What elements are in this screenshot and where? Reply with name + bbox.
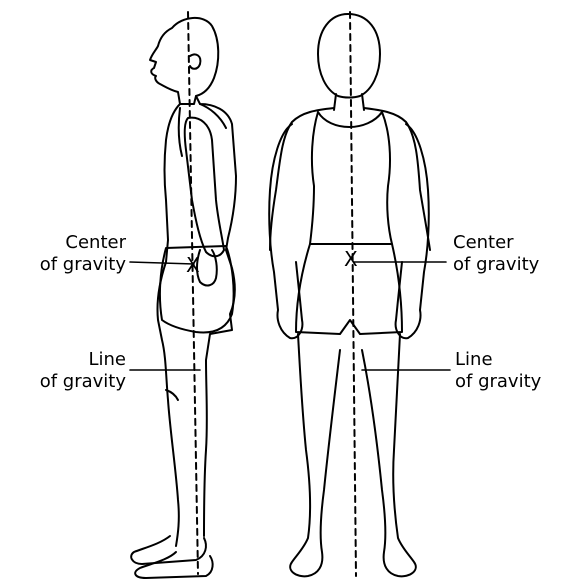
center-of-gravity-left-line2: of gravity (0, 254, 126, 276)
side-back-outline (196, 96, 236, 536)
line-of-gravity-label-left: Line of gravity (0, 349, 126, 393)
center-of-gravity-left-line1: Center (0, 232, 126, 254)
side-ear (190, 54, 200, 68)
center-of-gravity-label-right: Center of gravity (453, 232, 565, 276)
line-of-gravity-label-right: Line of gravity (455, 349, 565, 393)
side-hand (197, 250, 217, 285)
line-of-gravity-left-line2: of gravity (0, 371, 126, 393)
line-of-gravity-right-line2: of gravity (455, 371, 565, 393)
center-of-gravity-label-left: Center of gravity (0, 232, 126, 276)
front-left-leg (290, 334, 340, 576)
leader-cog-left (130, 262, 194, 264)
side-head (150, 18, 218, 104)
center-of-gravity-right-line2: of gravity (453, 254, 565, 276)
line-of-gravity-left-line1: Line (0, 349, 126, 371)
center-of-gravity-right-line1: Center (453, 232, 565, 254)
front-torso-outline (270, 108, 430, 250)
line-of-gravity-right-line1: Line (455, 349, 565, 371)
side-view-figure (131, 12, 236, 578)
center-mark-side: X (186, 253, 200, 277)
front-view-figure (269, 12, 430, 576)
center-mark-front: X (344, 247, 358, 271)
front-head (318, 14, 380, 98)
side-foot-back (131, 536, 206, 564)
